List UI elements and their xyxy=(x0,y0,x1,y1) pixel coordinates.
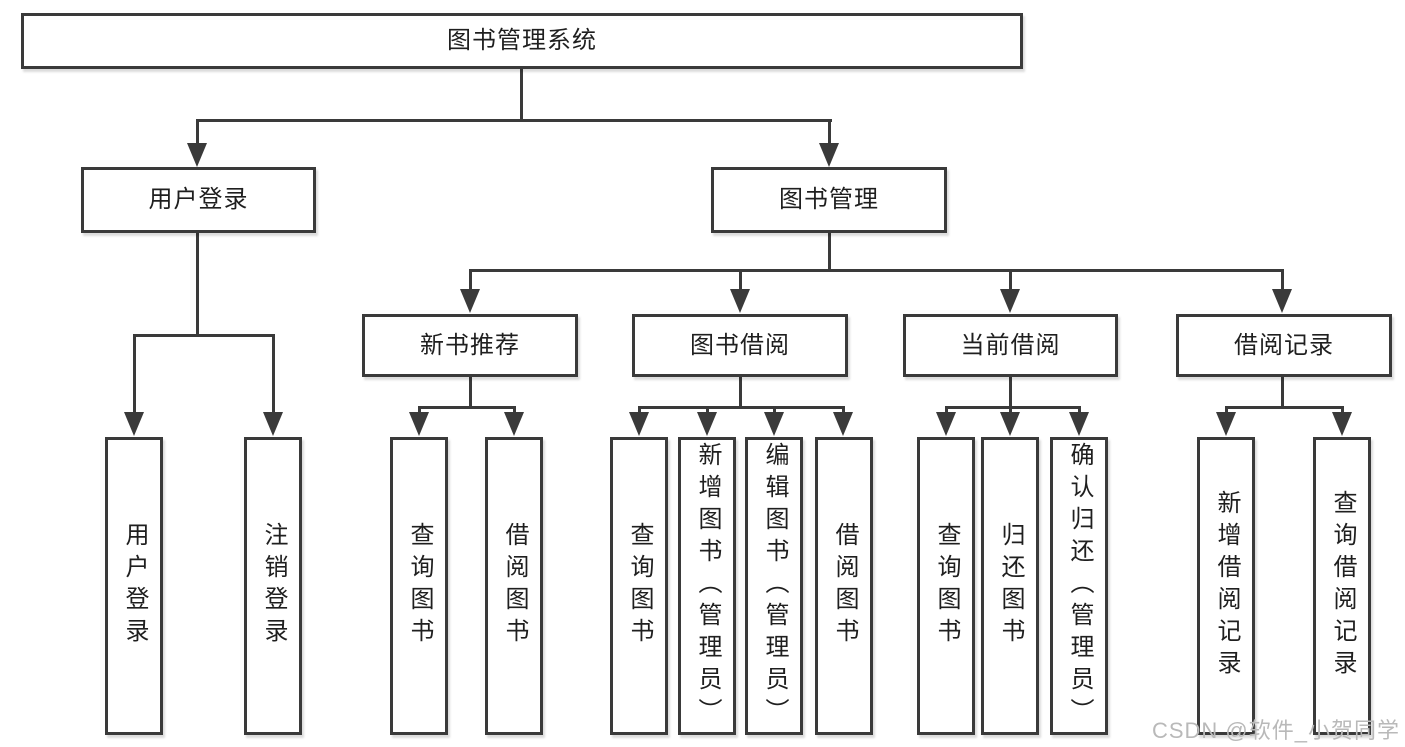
arrowhead-down-icon xyxy=(1272,289,1292,313)
node-cb-return-books-label: 归还图书 xyxy=(997,522,1024,650)
arrowhead-down-icon xyxy=(504,412,524,436)
node-bb-query-books-label: 查询图书 xyxy=(626,522,653,650)
connector-drop-leaf xyxy=(945,406,948,416)
connector-drop-current-borrow xyxy=(1009,269,1012,293)
connector-borrow-record-stem xyxy=(1281,377,1284,408)
node-root-label: 图书管理系统 xyxy=(447,27,597,54)
node-current-borrow: 当前借阅 xyxy=(903,314,1118,377)
arrowhead-down-icon xyxy=(409,412,429,436)
node-br-add-record: 新增借阅记录 xyxy=(1197,437,1255,735)
arrowhead-down-icon xyxy=(936,412,956,436)
node-user-login-leaf-label: 用户登录 xyxy=(121,522,148,650)
node-cb-confirm-return-admin-label: 确认归还（管理员） xyxy=(1066,442,1093,730)
connector-book-borrow-horizontal xyxy=(638,406,844,409)
arrowhead-down-icon xyxy=(833,412,853,436)
node-new-book-recommend-label: 新书推荐 xyxy=(420,331,520,359)
node-cb-query-books-label: 查询图书 xyxy=(933,522,960,650)
connector-drop-leaf xyxy=(1225,406,1228,416)
connector-drop-new-book xyxy=(469,269,472,293)
node-user-login-label: 用户登录 xyxy=(148,186,249,213)
connector-new-book-stem xyxy=(469,377,472,408)
connector-drop-leaf xyxy=(638,406,641,416)
node-logout-leaf-label: 注销登录 xyxy=(260,522,287,650)
node-nb-query-books: 查询图书 xyxy=(390,437,448,735)
connector-borrow-record-horizontal xyxy=(1225,406,1344,409)
node-nb-borrow-books: 借阅图书 xyxy=(485,437,543,735)
connector-user-login-stem xyxy=(196,233,199,336)
arrowhead-down-icon xyxy=(1000,289,1020,313)
node-book-management-label: 图书管理 xyxy=(779,186,879,213)
node-bb-borrow-books-label: 借阅图书 xyxy=(831,522,858,650)
node-new-book-recommend: 新书推荐 xyxy=(362,314,578,377)
csdn-watermark: CSDN @软件_小贺同学 xyxy=(1151,718,1400,743)
node-nb-borrow-books-label: 借阅图书 xyxy=(501,522,528,650)
node-book-management: 图书管理 xyxy=(711,167,947,233)
node-book-borrow-label: 图书借阅 xyxy=(690,331,790,359)
connector-drop-user-login xyxy=(196,119,199,147)
arrowhead-down-icon xyxy=(124,412,144,436)
connector-drop-login-leaf xyxy=(133,334,136,416)
node-br-add-record-label: 新增借阅记录 xyxy=(1213,490,1240,682)
node-bb-add-books-admin-label: 新增图书（管理员） xyxy=(694,442,721,730)
node-user-login-leaf: 用户登录 xyxy=(105,437,163,735)
connector-drop-leaf xyxy=(513,406,516,416)
connector-current-borrow-stem xyxy=(1009,377,1012,408)
arrowhead-down-icon xyxy=(460,289,480,313)
connector-drop-leaf xyxy=(418,406,421,416)
node-borrow-records-label: 借阅记录 xyxy=(1234,331,1334,359)
arrowhead-down-icon xyxy=(629,412,649,436)
node-current-borrow-label: 当前借阅 xyxy=(960,331,1061,359)
node-nb-query-books-label: 查询图书 xyxy=(406,522,433,650)
node-root: 图书管理系统 xyxy=(21,13,1023,69)
connector-drop-leaf xyxy=(706,406,709,416)
connector-book-borrow-stem xyxy=(739,377,742,408)
connector-new-book-horizontal xyxy=(418,406,516,409)
node-bb-query-books: 查询图书 xyxy=(610,437,668,735)
node-borrow-records: 借阅记录 xyxy=(1176,314,1392,377)
connector-level3-horizontal xyxy=(469,269,1284,272)
node-logout-leaf: 注销登录 xyxy=(244,437,302,735)
arrowhead-down-icon xyxy=(1069,412,1089,436)
connector-drop-leaf xyxy=(1341,406,1344,416)
arrowhead-down-icon xyxy=(764,412,784,436)
arrowhead-down-icon xyxy=(697,412,717,436)
connector-drop-book-borrow xyxy=(739,269,742,293)
connector-drop-leaf xyxy=(1009,406,1012,416)
connector-drop-book-mgmt xyxy=(828,119,831,147)
connector-current-borrow-horizontal xyxy=(945,406,1081,409)
connector-drop-leaf xyxy=(1078,406,1081,416)
connector-book-mgmt-stem xyxy=(828,233,831,272)
arrowhead-down-icon xyxy=(730,289,750,313)
arrowhead-down-icon xyxy=(1000,412,1020,436)
node-bb-edit-books-admin-label: 编辑图书（管理员） xyxy=(761,442,788,730)
node-cb-query-books: 查询图书 xyxy=(917,437,975,735)
node-book-borrow: 图书借阅 xyxy=(632,314,848,377)
node-user-login: 用户登录 xyxy=(81,167,316,233)
connector-user-login-horizontal xyxy=(133,334,275,337)
node-br-query-record: 查询借阅记录 xyxy=(1313,437,1371,735)
connector-root-stem xyxy=(520,69,523,120)
arrowhead-down-icon xyxy=(1332,412,1352,436)
arrowhead-down-icon xyxy=(187,143,207,167)
connector-root-horizontal xyxy=(196,119,832,122)
node-bb-borrow-books: 借阅图书 xyxy=(815,437,873,735)
connector-drop-logout-leaf xyxy=(272,334,275,416)
arrowhead-down-icon xyxy=(1216,412,1236,436)
connector-drop-borrow-record xyxy=(1281,269,1284,293)
node-br-query-record-label: 查询借阅记录 xyxy=(1329,490,1356,682)
arrowhead-down-icon xyxy=(819,143,839,167)
connector-drop-leaf xyxy=(773,406,776,416)
connector-drop-leaf xyxy=(842,406,845,416)
node-bb-add-books-admin: 新增图书（管理员） xyxy=(678,437,736,735)
node-cb-return-books: 归还图书 xyxy=(981,437,1039,735)
node-bb-edit-books-admin: 编辑图书（管理员） xyxy=(745,437,803,735)
node-cb-confirm-return-admin: 确认归还（管理员） xyxy=(1050,437,1108,735)
arrowhead-down-icon xyxy=(263,412,283,436)
